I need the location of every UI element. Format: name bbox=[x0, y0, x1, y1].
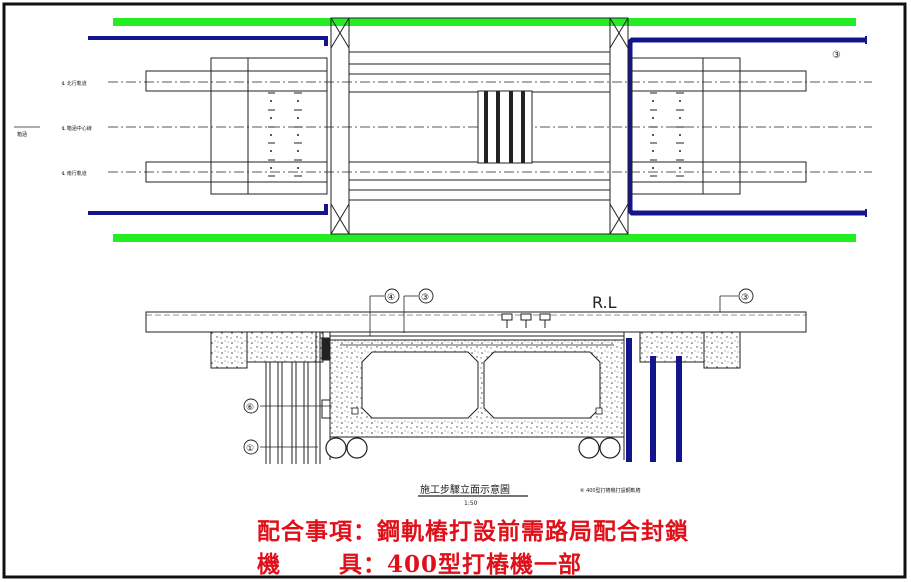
blue-pile bbox=[650, 356, 656, 462]
section-view bbox=[145, 288, 807, 464]
note-line-1: 配合事項：鋼軌樁打設前需路局配合封鎖 bbox=[257, 512, 689, 546]
culvert-cell-left bbox=[361, 351, 479, 419]
centerline-label-south: ℄ 南行軌道 bbox=[62, 170, 87, 177]
note2-label-a: 機 bbox=[257, 551, 281, 578]
concrete-left-inner bbox=[246, 331, 324, 363]
left-abutment-outer bbox=[210, 57, 328, 195]
central-rail-plates bbox=[477, 90, 533, 164]
roller bbox=[599, 437, 621, 459]
callout-3-left: ③ bbox=[421, 293, 429, 303]
right-abutment-outer bbox=[631, 57, 741, 195]
left-rail-beam-bottom bbox=[145, 161, 328, 183]
blue-pile bbox=[626, 338, 632, 462]
rl-label: R.L bbox=[592, 293, 617, 312]
right-rail-beam-top bbox=[631, 70, 807, 92]
blue-pile bbox=[676, 356, 682, 462]
green-line-top bbox=[113, 18, 856, 26]
deck-slab bbox=[145, 311, 807, 333]
note1-label: 配合事項 bbox=[257, 518, 353, 545]
roller bbox=[346, 437, 368, 459]
centerline-label-north: ℄ 北行軌道 bbox=[62, 80, 87, 87]
callout-plan-right: ③ bbox=[832, 50, 841, 61]
green-line-bottom bbox=[113, 234, 856, 242]
concrete-left-outer bbox=[210, 331, 248, 369]
note2-colon: ： bbox=[363, 551, 387, 578]
blue-wall-top-left bbox=[88, 36, 328, 46]
callout-3-right: ③ bbox=[741, 293, 749, 303]
roller bbox=[325, 437, 347, 459]
blue-wall-right-c bbox=[627, 37, 866, 216]
blue-wall-bottom-left bbox=[88, 204, 328, 215]
culvert-cell-right bbox=[483, 351, 601, 419]
plan-view bbox=[14, 17, 872, 242]
note2-text: 400型打樁機一部 bbox=[387, 551, 583, 578]
side-mark-label: 箱涵 bbox=[17, 131, 27, 138]
callout-1: ① bbox=[246, 444, 254, 454]
callout-4: ④ bbox=[387, 293, 395, 303]
centerline-label-box: ℄ 箱涵中心線 bbox=[62, 125, 92, 132]
note-line-2: 機 具：400型打樁機一部 bbox=[257, 545, 582, 579]
concrete-right-inner bbox=[639, 331, 705, 363]
section-scale: 1:50 bbox=[464, 500, 478, 507]
callout-6: ⑥ bbox=[246, 403, 254, 413]
roller bbox=[578, 437, 600, 459]
central-frame-outer bbox=[330, 17, 629, 235]
note2-label-b: 具 bbox=[339, 551, 363, 578]
note1-colon: ： bbox=[353, 518, 377, 545]
left-rail-beam-top bbox=[145, 70, 328, 92]
legend-note: ⑥ 400型打樁機打設鋼軌樁 bbox=[580, 487, 641, 494]
concrete-right-outer bbox=[703, 331, 741, 369]
section-caption: 施工步驟立面示意圖 bbox=[420, 483, 510, 496]
note1-text: 鋼軌樁打設前需路局配合封鎖 bbox=[377, 518, 689, 545]
right-rail-beam-bottom bbox=[631, 161, 807, 183]
